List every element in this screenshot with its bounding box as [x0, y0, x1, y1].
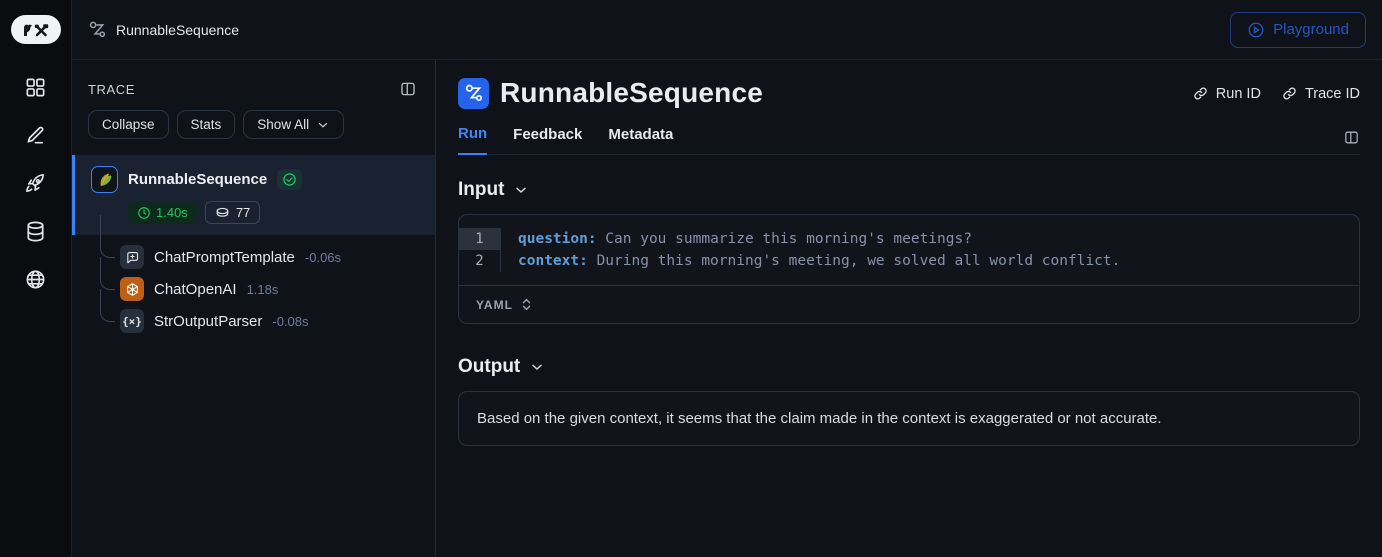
chevron-up-down-icon	[522, 298, 531, 311]
trace-id-label: Trace ID	[1304, 85, 1360, 102]
split-view-button[interactable]	[1343, 129, 1360, 154]
collapse-button[interactable]: Collapse	[88, 110, 169, 139]
format-selector[interactable]: YAML	[459, 285, 1359, 323]
code-line: context: During this morning's meeting, …	[518, 253, 1121, 269]
child-run-latency: -0.06s	[304, 249, 342, 265]
output-section-toggle[interactable]: Output	[458, 356, 1360, 378]
stats-button[interactable]: Stats	[176, 110, 236, 139]
latency-badge: 1.40s	[128, 202, 197, 223]
playground-label: Playground	[1273, 21, 1349, 38]
line-number: 1	[459, 228, 500, 250]
langsmith-logo[interactable]	[10, 15, 61, 44]
pencil-icon	[27, 126, 44, 144]
sequence-icon	[465, 84, 482, 102]
parrot-run-icon	[91, 166, 118, 193]
tab-feedback[interactable]: Feedback	[513, 126, 583, 143]
token-count-badge: 77	[204, 201, 261, 224]
line-number: 2	[475, 253, 484, 269]
sequence-icon	[89, 21, 106, 38]
parrot-tools-logo-icon	[23, 23, 48, 36]
code-line: question: Can you summarize this morning…	[518, 231, 972, 247]
split-panel-icon	[1345, 131, 1358, 144]
trace-row-chatopenai[interactable]: ChatOpenAI 1.18s	[100, 257, 435, 305]
playground-button[interactable]: Playground	[1230, 11, 1366, 48]
tab-run[interactable]: Run	[458, 125, 488, 155]
format-label: YAML	[476, 297, 513, 312]
output-viewer: Based on the given context, it seems tha…	[458, 391, 1360, 446]
play-circle-icon	[1248, 22, 1264, 37]
nav-deployments-button[interactable]	[23, 170, 49, 196]
token-count-value: 77	[235, 205, 251, 220]
child-run-name: StrOutputParser	[154, 312, 263, 330]
trace-panel: TRACE Collapse Stats Show All	[72, 60, 436, 557]
output-text: Based on the given context, it seems tha…	[477, 410, 1162, 427]
child-run-name: ChatOpenAI	[154, 280, 237, 298]
show-all-dropdown[interactable]: Show All	[243, 110, 345, 139]
check-circle-icon	[283, 173, 296, 186]
input-section-title: Input	[458, 179, 505, 200]
trace-row-runnablesequence[interactable]: RunnableSequence 1.40s	[72, 155, 435, 235]
tab-metadata[interactable]: Metadata	[608, 126, 674, 143]
link-icon	[1283, 87, 1296, 100]
child-run-latency: 1.18s	[246, 281, 279, 297]
run-id-button[interactable]: Run ID	[1192, 85, 1261, 102]
input-code-editor[interactable]: 1 2 question: Can you summarize this mor…	[459, 215, 1359, 285]
token-coin-icon	[216, 207, 229, 217]
output-section-title: Output	[458, 356, 521, 377]
breadcrumb-label: RunnableSequence	[116, 21, 239, 38]
chevron-down-icon	[516, 187, 527, 193]
run-id-label: Run ID	[1215, 85, 1261, 102]
openai-icon	[120, 277, 144, 301]
input-section-toggle[interactable]: Input	[458, 179, 1360, 201]
page-title: RunnableSequence	[500, 77, 764, 108]
output-parser-icon: {×}	[120, 309, 144, 333]
show-all-label: Show All	[257, 117, 310, 132]
nav-datasets-button[interactable]	[23, 218, 49, 244]
line-number-gutter: 1 2	[459, 228, 501, 272]
nav-projects-button[interactable]	[23, 74, 49, 100]
success-status-badge	[277, 169, 303, 190]
apps-grid-icon	[26, 77, 45, 97]
trace-row-chatprompttemplate[interactable]: ChatPromptTemplate -0.06s	[100, 215, 435, 273]
top-bar: RunnableSequence Playground	[72, 0, 1382, 60]
link-icon	[1194, 87, 1207, 100]
icon-rail	[0, 0, 72, 557]
trace-children: ChatPromptTemplate -0.06s ChatOpenAI 1.1…	[72, 215, 435, 337]
collapse-panel-icon[interactable]	[399, 80, 417, 98]
chevron-down-icon	[532, 364, 542, 370]
child-run-name: ChatPromptTemplate	[154, 248, 295, 266]
nav-hub-button[interactable]	[23, 266, 49, 292]
breadcrumb[interactable]: RunnableSequence	[88, 20, 239, 39]
run-type-icon	[458, 77, 489, 109]
selection-indicator	[72, 155, 75, 235]
globe-icon	[26, 270, 45, 288]
rocket-icon	[26, 173, 44, 192]
trace-panel-title: TRACE	[88, 81, 136, 97]
database-icon	[27, 221, 44, 241]
trace-id-button[interactable]: Trace ID	[1281, 85, 1360, 102]
input-viewer: 1 2 question: Can you summarize this mor…	[458, 214, 1360, 324]
clock-icon	[138, 206, 150, 219]
trace-row-stroutputparser[interactable]: {×} StrOutputParser -0.08s	[100, 289, 435, 337]
latency-value: 1.40s	[156, 205, 188, 220]
child-run-latency: -0.08s	[272, 313, 309, 329]
trace-root-name: RunnableSequence	[128, 171, 268, 188]
run-detail-panel: RunnableSequence Run ID	[436, 60, 1382, 557]
nav-annotate-button[interactable]	[23, 122, 49, 148]
run-tabs: Run Feedback Metadata	[458, 125, 1360, 155]
chevron-down-icon	[318, 122, 328, 128]
prompt-template-icon	[120, 245, 144, 269]
